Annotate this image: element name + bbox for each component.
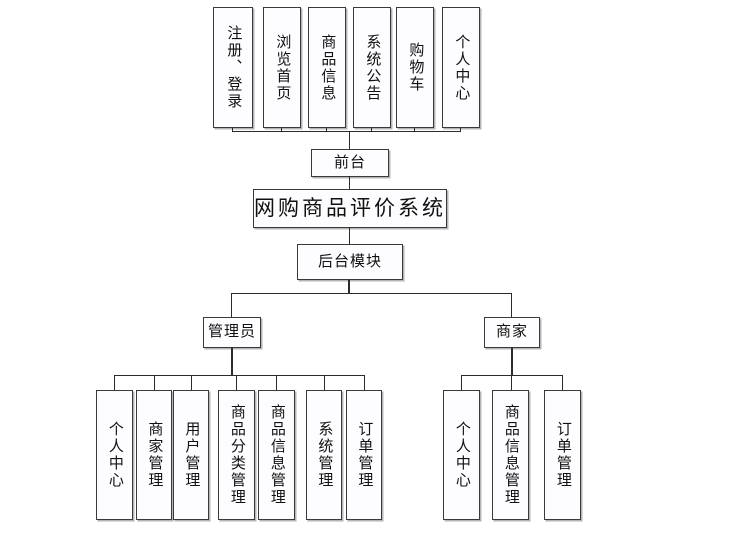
connector-stub-order-mgmt [364,375,365,390]
connector-stub-merchant-mgmt [154,375,155,390]
connector-bus-to-admin [231,293,232,318]
connector-stub-merchant-personal-center [461,375,462,390]
node-admin-user-management[interactable]: 用户管理 [173,390,209,520]
connector-stub-merchant-order-mgmt [562,375,563,390]
node-shopping-cart[interactable]: 购物车 [396,7,434,128]
connector-stub-product-info-mgmt [276,375,277,390]
connector-stub-category-mgmt [236,375,237,390]
node-personal-center-frontend[interactable]: 个人中心 [442,7,480,128]
connector-frontend-to-root [349,176,350,190]
node-admin-order-management[interactable]: 订单管理 [346,390,382,520]
connector-stub-product-info [326,128,327,132]
connector-frontend-bus-to-frontend [349,131,350,150]
node-browse-home[interactable]: 浏览首页 [263,7,301,128]
connector-stub-system-mgmt [324,375,325,390]
node-frontend[interactable]: 前台 [311,149,389,177]
connector-backend-to-role-bus [348,280,350,294]
connector-stub-register-login [232,128,233,132]
connector-merchant-to-child-bus [511,348,513,376]
connector-bus-frontend [232,131,461,132]
node-merchant-order-management[interactable]: 订单管理 [544,390,581,520]
node-admin-category-management[interactable]: 商品分类管理 [218,390,255,520]
node-admin-merchant-management[interactable]: 商家管理 [136,390,172,520]
node-merchant-personal-center[interactable]: 个人中心 [443,390,480,520]
connector-bus-admin-children [114,375,364,376]
connector-stub-admin-personal-center [114,375,115,390]
connector-bus-to-merchant [511,293,512,318]
connector-stub-user-mgmt [191,375,192,390]
node-system-root[interactable]: 网购商品评价系统 [253,189,447,228]
connector-stub-browse-home [281,128,282,132]
connector-stub-merchant-product-info [511,375,512,390]
node-system-announcement[interactable]: 系统公告 [353,7,391,128]
connector-stub-shopping-cart [414,128,415,132]
node-admin-system-management[interactable]: 系统管理 [306,390,342,520]
node-register-login[interactable]: 注册、登录 [213,7,253,128]
connector-stub-system-announcement [371,128,372,132]
connector-bus-roles [231,293,512,294]
node-admin-product-info-management[interactable]: 商品信息管理 [258,390,295,520]
node-merchant-product-info-management[interactable]: 商品信息管理 [492,390,529,520]
node-admin-personal-center[interactable]: 个人中心 [96,390,133,520]
node-backend-module[interactable]: 后台模块 [297,244,403,280]
connector-admin-to-child-bus [231,348,233,376]
connector-root-to-backend [349,228,350,245]
connector-stub-personal-center-front [460,128,461,132]
node-merchant[interactable]: 商家 [484,317,540,348]
node-administrator[interactable]: 管理员 [203,317,261,348]
node-product-info[interactable]: 商品信息 [308,7,346,128]
